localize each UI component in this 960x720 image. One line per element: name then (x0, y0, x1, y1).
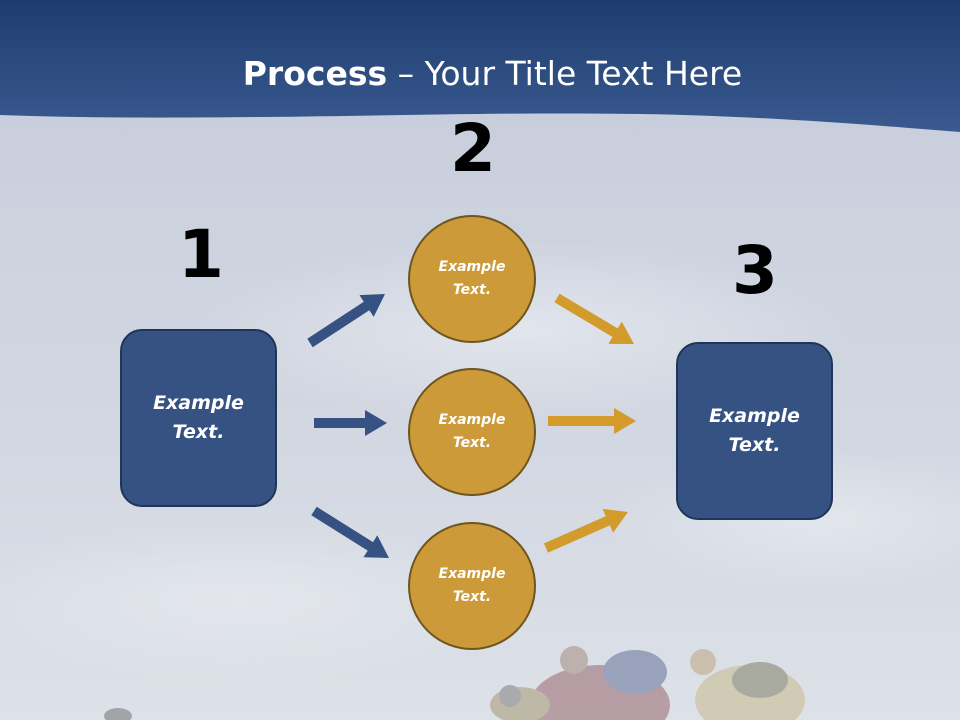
step-2-circle-bottom-text: Example Text. (438, 566, 506, 605)
arrow-1-to-2-top (307, 294, 385, 348)
step-2-circle-middle-text: Example Text. (438, 412, 506, 451)
step-1-number: 1 (178, 216, 224, 293)
arrow-2-bottom-to-3 (544, 508, 628, 553)
step-3-box: Example Text. (676, 342, 833, 520)
title-bold: Process (242, 54, 388, 93)
step-1-text: Example Text. (153, 392, 244, 443)
arrow-shape (311, 506, 389, 558)
cloud-texture (0, 240, 960, 680)
gold-arrows (544, 293, 636, 553)
title-rest: – Your Title Text Here (387, 54, 743, 93)
step-3-number: 3 (732, 232, 778, 309)
step-1-box: Example Text. (120, 329, 277, 507)
cyclists-photo (104, 646, 805, 720)
arrow-2-middle-to-3 (548, 408, 636, 434)
arrow-shape (307, 294, 385, 348)
page-title: Process – Your Title Text Here (0, 52, 960, 96)
blue-arrows (307, 294, 389, 558)
arrow-shape (548, 408, 636, 434)
step-2-circle-top-text: Example Text. (438, 259, 506, 298)
step-3-text: Example Text. (709, 405, 800, 456)
step-2-circle-bottom: Example Text. (408, 522, 536, 650)
header-band (0, 0, 960, 132)
arrow-shape (544, 508, 628, 553)
step-2-circle-top: Example Text. (408, 215, 536, 343)
arrow-shape (314, 410, 387, 436)
arrow-shape (554, 293, 634, 344)
arrow-2-top-to-3 (554, 293, 634, 344)
arrow-1-to-2-bottom (311, 506, 389, 558)
step-2-number: 2 (450, 110, 496, 187)
step-2-circle-middle: Example Text. (408, 368, 536, 496)
arrow-1-to-2-middle (314, 410, 387, 436)
